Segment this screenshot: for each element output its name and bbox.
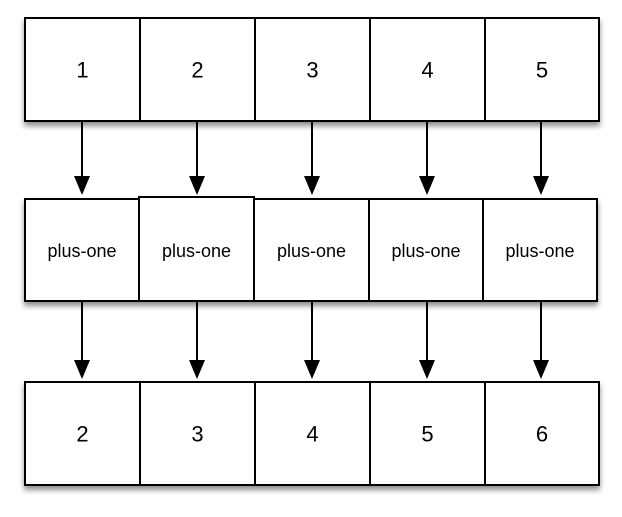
function-label: plus-one	[391, 241, 460, 261]
arrow	[533, 122, 549, 195]
input-cell: 3	[254, 17, 371, 122]
function-label: plus-one	[505, 241, 574, 261]
arrow	[304, 122, 320, 195]
output-row: 2 3 4 5 6	[24, 381, 600, 486]
input-cell: 4	[369, 17, 486, 122]
input-cell: 2	[139, 17, 256, 122]
output-cell: 6	[484, 381, 600, 486]
arrows-function-to-output	[74, 302, 549, 379]
output-value: 5	[421, 422, 433, 447]
function-label: plus-one	[162, 241, 231, 261]
input-cell: 5	[484, 17, 600, 122]
function-cell: plus-one	[253, 198, 370, 302]
arrow	[533, 302, 549, 379]
arrow	[419, 122, 435, 195]
output-value: 3	[191, 422, 203, 447]
output-cell: 5	[369, 381, 486, 486]
input-cell: 1	[24, 17, 141, 122]
function-cell: plus-one	[138, 196, 255, 302]
function-cell: plus-one	[368, 198, 484, 302]
function-label: plus-one	[47, 241, 116, 261]
arrow	[189, 302, 205, 379]
function-row: plus-one plus-one plus-one plus-one plus…	[24, 196, 598, 302]
arrow	[189, 122, 205, 195]
output-value: 4	[306, 422, 318, 447]
input-row: 1 2 3 4 5	[24, 17, 600, 122]
arrow	[419, 302, 435, 379]
input-value: 1	[76, 58, 88, 83]
output-value: 6	[536, 422, 548, 447]
input-value: 3	[306, 58, 318, 83]
output-cell: 4	[254, 381, 371, 486]
arrow	[74, 302, 90, 379]
input-value: 4	[421, 58, 433, 83]
input-value: 2	[191, 58, 203, 83]
arrow	[304, 302, 320, 379]
function-label: plus-one	[277, 241, 346, 261]
arrow	[74, 122, 90, 195]
output-value: 2	[76, 422, 88, 447]
output-cell: 2	[24, 381, 141, 486]
arrows-input-to-function	[74, 122, 549, 195]
input-value: 5	[536, 58, 548, 83]
function-cell: plus-one	[482, 198, 598, 302]
function-cell: plus-one	[24, 198, 140, 302]
output-cell: 3	[139, 381, 256, 486]
